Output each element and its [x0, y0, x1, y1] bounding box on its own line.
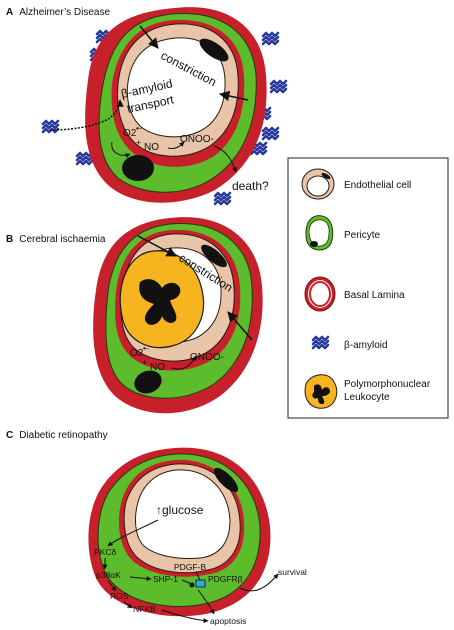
nfkb-label-c: NFKB [133, 604, 156, 614]
legend-label-endothelial: Endothelial cell [344, 180, 411, 191]
endothelial-nucleus-a [199, 38, 229, 62]
legend-label-pmn: Polymorphonuclear [344, 379, 431, 390]
no-label-b: NO [150, 362, 165, 373]
lumen-a [126, 37, 226, 138]
beta-amyloid-icon [213, 191, 232, 206]
pdgf-receptor-c [195, 579, 206, 588]
o2-radical-b: •- [143, 343, 149, 353]
legend-label-leukocyte: Leukocyte [344, 392, 390, 403]
panel-c: C Diabetic retinopathy ↑glucose PKCδ p38α… [6, 430, 307, 626]
death-arrow-a [213, 145, 237, 173]
o2-label-a: O2 [123, 128, 137, 139]
panel-b-title: Cerebral ischaemia [19, 234, 106, 245]
pdgfb-label-c: PDGF-B [174, 562, 206, 572]
leukocyte-icon [304, 374, 338, 409]
death-label-a: death? [232, 179, 269, 193]
plus-label-a: + [136, 137, 141, 147]
panel-b-letter: B [6, 234, 13, 245]
o2-label-b: O2 [130, 348, 144, 359]
shp1-dot-c [189, 582, 195, 588]
pericyte-nucleus-a [122, 155, 154, 181]
legend-label-beta-amyloid: β-amyloid [344, 340, 388, 351]
plus-label-b: + [142, 357, 147, 367]
constriction-arrow-a-1 [139, 25, 159, 49]
ros-label-c: ROS [110, 591, 129, 601]
constriction-arrow-b-2 [227, 311, 253, 341]
nfkb-apoptosis-arrow-c [161, 609, 209, 624]
beta-amyloid-icon [75, 151, 94, 166]
shp1-label-c: SHP-1 [153, 574, 178, 584]
panel-a-letter: A [6, 7, 13, 18]
p38-ros-arrow-c [107, 580, 117, 592]
constriction-arrow-b-1 [137, 235, 177, 257]
pericyte-icon [305, 215, 334, 251]
o2-radical-a: •- [136, 123, 142, 133]
no-label-a: NO [144, 142, 159, 153]
no-onoo-arrow-a [167, 141, 185, 149]
leukocyte-nucleus-b [139, 279, 181, 325]
p38-label-c: p38αK [96, 570, 121, 580]
pdgfb-receptor-line-c [195, 571, 201, 581]
glucose-label-c: ↑glucose [156, 503, 204, 517]
beta-amyloid-legend-icon [311, 335, 330, 350]
p38-shp1-arrow-c [129, 576, 152, 582]
panel-c-title: Diabetic retinopathy [19, 430, 107, 441]
lumen-c [135, 469, 231, 559]
panel-a-title: Alzheimer’s Disease [19, 7, 110, 18]
panel-c-letter: C [6, 430, 13, 441]
endothelial-nucleus-c [213, 467, 239, 493]
legend: Endothelial cell Pericyte Basal Lamina β… [287, 157, 449, 419]
glucose-pkc-arrow-c [107, 519, 159, 547]
beta-amyloid-icon [261, 126, 280, 141]
o2-no-arrow-a [111, 141, 131, 158]
receptor-survival-arrow-c [239, 573, 279, 592]
onoo-label-a: ONOO- [180, 134, 214, 145]
basal-lamina-icon [304, 276, 336, 312]
endothelial-nucleus-b [201, 244, 227, 268]
onoo-label-b: ONOO- [190, 352, 224, 363]
beta-amyloid-icon [261, 31, 280, 46]
constriction-arrow-a-2 [218, 90, 249, 102]
survival-label-c: survival [278, 567, 307, 577]
receptor-apoptosis-arrow-c [197, 589, 215, 615]
legend-label-pericyte: Pericyte [344, 230, 381, 241]
beta-amyloid-icon [269, 79, 288, 94]
apoptosis-label-c: apoptosis [210, 616, 246, 626]
pericyte-nucleus-b [134, 370, 162, 394]
pkc-label-c: PKCδ [94, 547, 116, 557]
legend-label-basal-lamina: Basal Lamina [344, 290, 405, 301]
no-onoo-arrow-b [171, 355, 197, 370]
pdgfrb-label-c: PDGFRβ [208, 574, 243, 584]
ros-nfkb-arrow-c [123, 601, 133, 609]
endothelial-cell-icon [301, 168, 335, 200]
